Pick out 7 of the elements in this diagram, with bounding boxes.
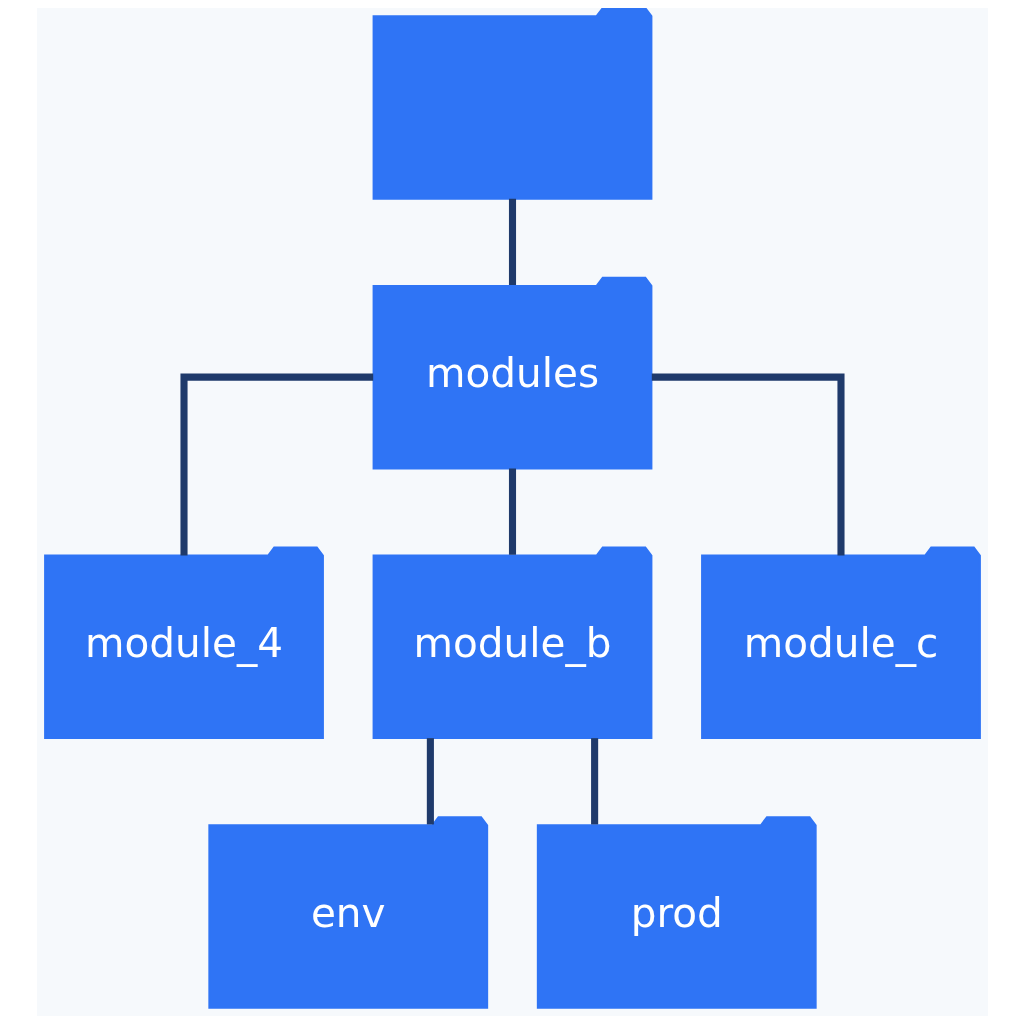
connector — [590, 738, 598, 825]
connector — [508, 468, 516, 555]
connector — [426, 738, 434, 825]
connector — [508, 198, 516, 286]
connector — [179, 373, 373, 556]
connector — [651, 373, 845, 556]
node-folder — [372, 8, 652, 200]
